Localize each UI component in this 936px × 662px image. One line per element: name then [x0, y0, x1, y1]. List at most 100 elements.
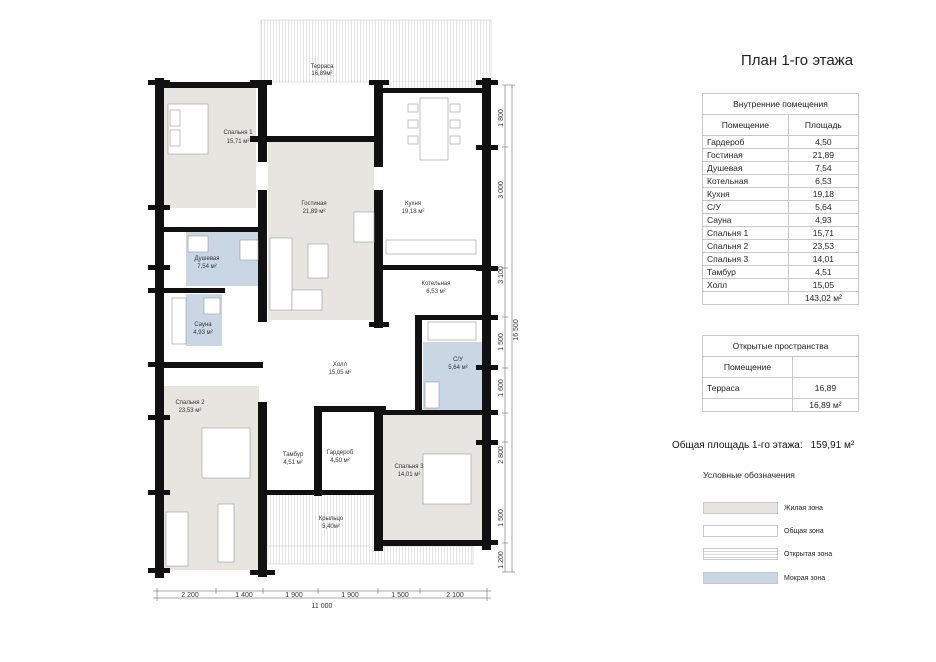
row-name: Спальня 3	[702, 252, 789, 266]
interior-table-caption: Внутренние помещения	[702, 93, 859, 115]
legend-label: Мокрая зона	[784, 574, 826, 582]
legend-swatch-common	[703, 525, 778, 537]
row-name: Котельная	[702, 174, 789, 188]
interior-rooms-table: Внутренние помещения Помещение Площадь Г…	[702, 93, 860, 305]
legend-label: Открытая зона	[784, 550, 833, 558]
dim-right-3: 3 100	[498, 266, 505, 284]
row-name: Холл	[702, 278, 789, 292]
row-name: Душевая	[702, 161, 789, 175]
row-name: Гостиная	[702, 148, 789, 162]
dim-bottom-4: 1 900	[341, 592, 359, 599]
legend-item-wet: Мокрая зона	[703, 572, 825, 584]
row-area: 15,05	[787, 278, 860, 292]
open-header-room: Помещение	[702, 356, 793, 378]
table-total-row: 16,89 м²	[702, 398, 860, 412]
wc-area: 5,64 м²	[448, 365, 467, 371]
total-area-value: 159,91 м²	[810, 440, 855, 451]
sauna-area: 4,93 м²	[193, 330, 212, 336]
dim-right-6: 2 800	[498, 446, 505, 464]
dim-bottom-6: 2 100	[446, 592, 464, 599]
shower-area: 7,54 м²	[197, 264, 216, 270]
bedroom3-name: Спальня 3	[394, 464, 424, 470]
hall-area: 15,05 м²	[329, 370, 352, 376]
porch-name: Крыльцо	[319, 516, 344, 522]
legend-swatch-open	[703, 548, 778, 560]
total-area: Общая площадь 1-го этажа: 159,91 м²	[672, 440, 854, 451]
room-labels: Терраса 16,89м² Спальня 1 15,71 м² Гости…	[175, 64, 467, 530]
row-area: 6,53	[787, 174, 860, 188]
bedroom2-name: Спальня 2	[175, 400, 205, 406]
interior-header-area: Площадь	[787, 114, 860, 136]
row-area: 16,89	[791, 377, 860, 399]
row-area: 19,18	[787, 187, 860, 201]
dim-bottom-total: 11 000	[312, 603, 333, 610]
hall-name: Холл	[333, 362, 348, 368]
wardrobe-area: 4,50 м²	[330, 458, 349, 464]
row-area: 4,93	[787, 213, 860, 227]
dim-bottom-1: 2 200	[181, 592, 199, 599]
walls	[148, 78, 498, 578]
dim-bottom-2: 1 400	[235, 592, 253, 599]
kitchen-name: Кухня	[405, 201, 421, 207]
legend-label: Общая зона	[784, 527, 824, 535]
terrace-area-label: 16,89м²	[311, 71, 332, 77]
row-name: Кухня	[702, 187, 789, 201]
open-total: 16,89 м²	[791, 398, 860, 412]
interior-total: 143,02 м²	[787, 291, 860, 305]
bedroom2-area: 23,53 м²	[179, 408, 202, 414]
porch-steps	[267, 545, 474, 565]
row-name: Спальня 2	[702, 239, 789, 253]
porch-area: 5,40м²	[322, 524, 340, 530]
dim-right-7: 1 500	[498, 509, 505, 527]
row-name: Сауна	[702, 213, 789, 227]
dim-right-8: 1 200	[498, 551, 505, 569]
vestibule-name: Тамбур	[283, 452, 304, 458]
row-area: 15,71	[787, 226, 860, 240]
terrace-name: Терраса	[310, 64, 334, 70]
row-area: 7,54	[787, 161, 860, 175]
dim-bottom-3: 1 900	[285, 592, 303, 599]
row-area: 21,89	[787, 148, 860, 162]
sauna-name: Сауна	[194, 322, 212, 328]
legend-title: Условные обозначения	[703, 470, 795, 480]
legend-item-open: Открытая зона	[703, 548, 832, 560]
boiler-area: 6,53 м²	[426, 289, 445, 295]
legend-swatch-wet	[703, 572, 778, 584]
living-name: Гостиная	[301, 201, 326, 207]
bedroom3-area: 14,01 м²	[398, 472, 421, 478]
dim-bottom-5: 1 500	[391, 592, 409, 599]
bedroom1-area: 15,71 м²	[227, 139, 250, 145]
row-name: Гардероб	[702, 135, 789, 149]
shower-name: Душевая	[194, 256, 219, 262]
row-area: 4,50	[787, 135, 860, 149]
row-area: 23,53	[787, 239, 860, 253]
living-area: 21,89 м²	[303, 209, 326, 215]
row-area: 14,01	[787, 252, 860, 266]
row-name: С/У	[702, 200, 789, 214]
dimension-ticks	[156, 84, 515, 601]
open-table-caption: Открытые пространства	[702, 335, 859, 357]
page-title: План 1-го этажа	[741, 52, 854, 69]
right-dimensions: 1 800 3 000 3 100 1 500 1 600 2 800 1 50…	[498, 109, 520, 569]
dim-right-2: 3 000	[498, 181, 505, 199]
legend-label: Жилая зона	[784, 504, 823, 512]
legend-swatch-living	[703, 502, 778, 514]
dimension-lines	[153, 85, 513, 599]
row-area: 5,64	[787, 200, 860, 214]
porch-zone	[261, 494, 379, 546]
legend-item-living: Жилая зона	[703, 502, 823, 514]
furniture	[165, 97, 477, 567]
total-area-label: Общая площадь 1-го этажа:	[672, 440, 803, 451]
